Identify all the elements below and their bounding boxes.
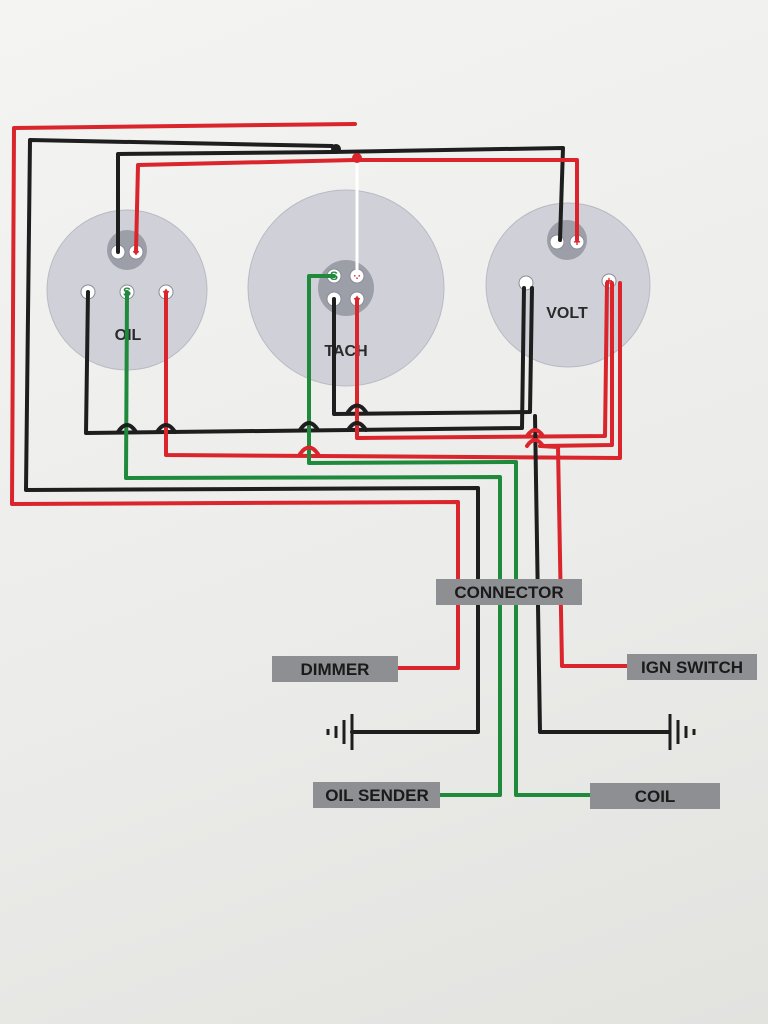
green-tach-signal-wire bbox=[307, 274, 592, 797]
connector-text: CONNECTOR bbox=[454, 583, 563, 602]
ign-switch-label: IGN SWITCH bbox=[627, 654, 757, 680]
black-right-ground-wire bbox=[533, 414, 670, 734]
ground-symbol-left bbox=[326, 714, 354, 750]
black-outer-ground-wire bbox=[24, 138, 480, 734]
volt-gauge: + + VOLT bbox=[485, 202, 651, 368]
oil-sender-text: OIL SENDER bbox=[325, 786, 429, 805]
green-oil-sender-wire bbox=[124, 290, 502, 797]
red-volt-lamp-wire bbox=[538, 281, 614, 448]
coil-label: COIL bbox=[590, 783, 720, 809]
volt-lamp-positive-mark: + bbox=[605, 274, 612, 288]
oil-sender-label: OIL SENDER bbox=[313, 782, 440, 808]
red-ignition-wire bbox=[538, 444, 630, 668]
crossover-humps bbox=[116, 403, 545, 456]
dimmer-text: DIMMER bbox=[301, 660, 370, 679]
black-splice-dot bbox=[331, 144, 341, 154]
tach-gauge: S + + TACH bbox=[247, 189, 445, 387]
black-tach-ground-wire bbox=[332, 286, 534, 416]
red-outer-dimmer-wire bbox=[10, 122, 460, 670]
red-tach-lamp-wire bbox=[355, 281, 609, 440]
ground-symbol-right bbox=[668, 714, 696, 750]
black-lower-bus-wire bbox=[84, 286, 526, 435]
red-splice-dot bbox=[352, 153, 362, 163]
red-lower-bus-wire bbox=[164, 281, 622, 460]
dimmer-label: DIMMER bbox=[272, 656, 398, 682]
tach-gauge-label: TACH bbox=[324, 343, 367, 360]
connector-label: CONNECTOR bbox=[436, 579, 582, 605]
coil-text: COIL bbox=[635, 787, 676, 806]
volt-gauge-label: VOLT bbox=[546, 305, 588, 322]
ign-switch-text: IGN SWITCH bbox=[641, 658, 743, 677]
